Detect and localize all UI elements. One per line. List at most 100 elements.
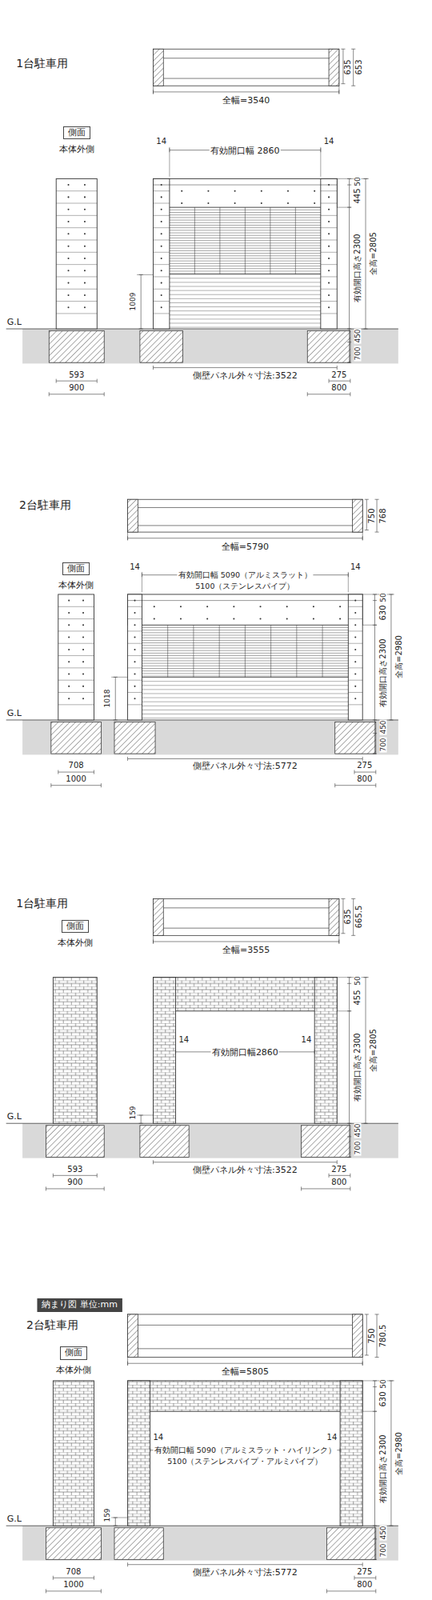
top-view-pillar	[152, 898, 164, 936]
pillar-joint	[152, 252, 169, 253]
dimension-tick	[347, 341, 352, 343]
beam-cap	[128, 600, 364, 601]
dimension-line	[52, 1577, 94, 1579]
pillar-joint	[128, 704, 143, 705]
column-joint	[58, 692, 95, 693]
shutter-slat	[169, 277, 321, 279]
offset-dimension: 14	[177, 1036, 190, 1044]
dimension-line	[376, 1314, 378, 1358]
fixing-dot	[82, 673, 84, 676]
fixing-dot	[180, 202, 183, 204]
louver-divider	[269, 207, 271, 275]
height-dimension: 50	[353, 176, 361, 187]
dimension-line	[152, 367, 337, 368]
top-view-beam	[163, 928, 329, 929]
overall-height: 全高=2805	[369, 231, 378, 276]
fixing-dot	[82, 685, 84, 688]
fixing-dot	[260, 605, 262, 608]
pillar-joint	[348, 618, 363, 620]
fixing-dot	[354, 624, 356, 626]
shutter-slat	[141, 697, 348, 699]
overall-height: 全高=2980	[395, 1431, 404, 1476]
pillar-joint	[128, 667, 143, 668]
dimension-tick	[340, 1448, 341, 1452]
depth-dimension: 700	[379, 1542, 387, 1558]
louver-divider	[167, 624, 168, 677]
depth-dimension: 450	[379, 719, 387, 735]
dimension-tick	[375, 1313, 380, 1315]
dimension-tick	[314, 1049, 316, 1054]
pillar-joint	[320, 288, 337, 290]
shutter-slat	[169, 281, 321, 283]
opening-height: 有効開口高さ2300	[353, 232, 362, 303]
dimension-tick	[388, 719, 393, 720]
foundation	[48, 331, 104, 364]
pillar-joint	[320, 264, 337, 265]
ground-band	[22, 1123, 399, 1158]
dimension-tick	[388, 1380, 393, 1381]
column-joint	[58, 630, 95, 632]
opening-width: 有効開口幅 2860	[209, 145, 281, 155]
offset-dimension: 14	[155, 137, 168, 146]
foundation	[114, 722, 156, 755]
fixing-dot	[286, 605, 288, 608]
pillar-joint	[320, 300, 337, 302]
depth-dimension: 635	[344, 908, 352, 926]
dimension-tick	[388, 593, 393, 595]
dimension-tick	[375, 532, 380, 533]
dimension-tick	[45, 1186, 47, 1191]
height-dimension: 1009	[128, 292, 136, 312]
column-joint	[58, 655, 95, 656]
footing-dimension: 1000	[64, 775, 87, 784]
dimension-line	[140, 274, 142, 329]
height-dimension: 630	[379, 1390, 388, 1408]
dimension-tick	[372, 624, 377, 626]
side-caption: 本体外側	[56, 938, 94, 948]
top-view-pillar	[352, 499, 363, 532]
dimension-tick	[375, 770, 376, 775]
dimension-tick	[364, 1313, 369, 1315]
dimension-line	[128, 758, 364, 760]
dimension-tick	[340, 898, 345, 900]
top-view-beam	[137, 507, 352, 508]
panel-dimension: 側壁パネル外々寸法:3522	[192, 1164, 299, 1174]
fixing-dot	[160, 282, 163, 284]
dimension-tick	[328, 379, 330, 384]
fixing-dot	[68, 257, 70, 260]
fixing-dot	[68, 685, 70, 688]
dimension-line	[48, 393, 104, 395]
overall-width: 全幅=3555	[221, 945, 271, 955]
dimension-line	[301, 1188, 351, 1189]
height-dimension: 50	[379, 1378, 387, 1389]
fixing-dot	[160, 232, 163, 235]
top-view-pillar	[128, 1314, 139, 1358]
column-joint	[56, 276, 97, 277]
dimension-tick	[372, 719, 377, 720]
opening-width: 有効開口幅 5090（アルミスラット・ハイリンク）	[153, 1446, 337, 1455]
extension-line	[336, 976, 369, 978]
fixing-dot	[133, 624, 136, 626]
pillar-joint	[152, 203, 169, 204]
dimension-tick	[351, 898, 356, 900]
fixing-dot	[328, 282, 330, 284]
column-joint	[56, 288, 97, 290]
top-view-beam	[163, 78, 329, 80]
offset-dimension: 275	[330, 371, 348, 380]
dimension-tick	[149, 1448, 151, 1452]
dimension-line	[58, 772, 95, 773]
beam	[128, 594, 364, 625]
shutter-slat	[141, 713, 348, 715]
column-joint	[56, 300, 97, 302]
dimension-tick	[340, 83, 345, 84]
dimension-line	[152, 1161, 337, 1163]
dimension-tick	[375, 1356, 380, 1358]
depth-dimension: 450	[379, 1525, 387, 1541]
opening-height: 有効開口高さ2300	[379, 1433, 388, 1504]
extension-line	[338, 85, 340, 94]
dimension-line	[352, 48, 354, 86]
fixing-dot	[328, 196, 330, 198]
foundation	[45, 1528, 101, 1560]
dimension-tick	[336, 365, 338, 370]
fixing-dot	[160, 196, 163, 198]
